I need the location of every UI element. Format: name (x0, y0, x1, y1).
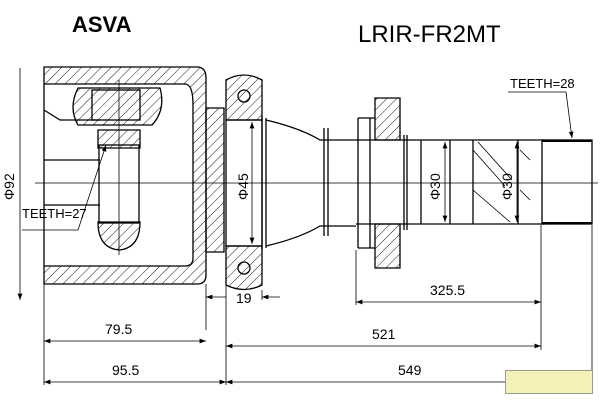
dia-flange-label: Φ45 (235, 173, 251, 200)
housing-length-dim: 79.5 (105, 321, 132, 337)
dia-shaft-1-label: Φ30 (427, 173, 443, 200)
flange-width-dim: 19 (236, 290, 252, 306)
flange-to-end-dim: 521 (372, 326, 396, 342)
dia-shaft-2-label: Φ30 (499, 173, 515, 200)
shaft-length-dim: 325.5 (430, 282, 465, 298)
joint-housing (43, 66, 225, 285)
watermark-logo (505, 370, 593, 394)
brand-label: ASVA (72, 12, 132, 37)
dia-housing-label: Φ92 (1, 173, 17, 200)
part-number: LRIR-FR2MT (358, 21, 501, 48)
flange-ring (225, 74, 267, 291)
housing-to-flange-dim: 95.5 (112, 362, 139, 378)
shaft (265, 97, 593, 269)
teeth-outer-label: TEETH=28 (510, 76, 575, 91)
total-length-dim: 549 (398, 362, 422, 378)
teeth-inner-label: TEETH=27 (22, 206, 87, 221)
